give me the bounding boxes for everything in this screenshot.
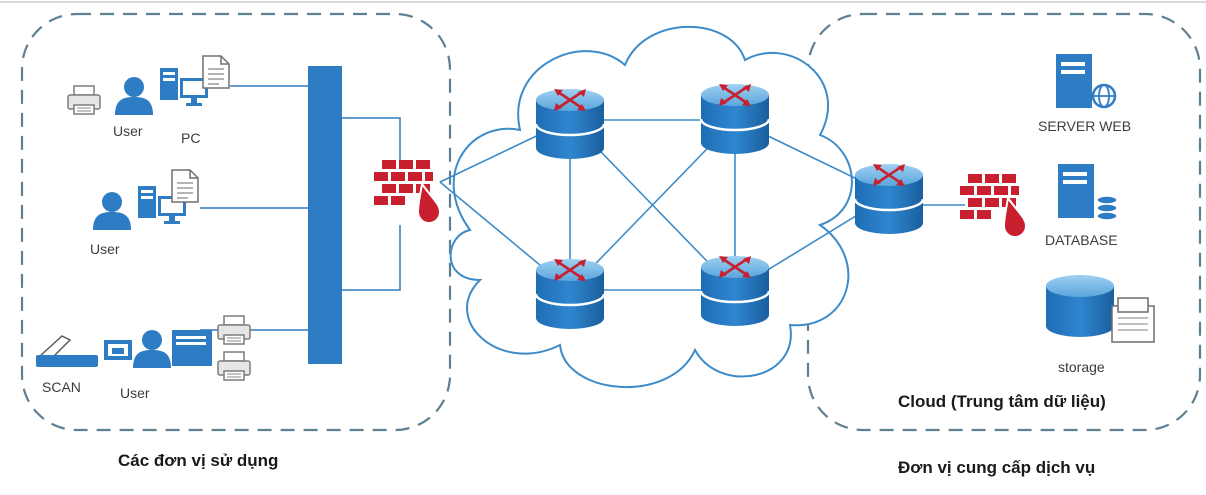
router-icon <box>853 162 925 236</box>
provider-caption: Đơn vị cung cấp dịch vụ <box>898 458 1095 477</box>
monitor-icon <box>104 340 132 360</box>
user-icon <box>133 330 171 368</box>
storage-label: storage <box>1058 359 1105 375</box>
server-web-label: SERVER WEB <box>1038 118 1131 134</box>
pc-icon <box>160 68 208 106</box>
web-server-icon <box>1056 54 1117 109</box>
pc-label: PC <box>181 130 200 146</box>
firewall-icon <box>959 173 1027 238</box>
document-icon <box>171 169 199 203</box>
user-label: User <box>113 123 143 139</box>
printer-icon <box>217 315 251 345</box>
user-icon <box>115 77 153 115</box>
user-units-caption: Các đơn vị sử dụng <box>118 451 278 470</box>
database-server-icon <box>1058 164 1118 221</box>
printer-icon <box>67 85 101 115</box>
access-links <box>200 85 401 331</box>
router-icon <box>699 254 771 328</box>
cloud-title: Cloud (Trung tâm dữ liệu) <box>898 392 1106 411</box>
scanner-icon <box>36 335 98 367</box>
user-units-group <box>20 12 452 432</box>
router-icon <box>534 87 606 161</box>
printer-icon <box>217 351 251 381</box>
workstation-icon <box>172 330 212 366</box>
user-label: User <box>90 241 120 257</box>
firewall-icon <box>373 159 441 224</box>
scan-label: SCAN <box>42 379 81 395</box>
backbone-switch <box>308 66 342 364</box>
cloud-group <box>806 12 1202 432</box>
router-icon <box>534 257 606 331</box>
user-icon <box>93 192 131 230</box>
storage-icon <box>1046 275 1155 343</box>
document-icon <box>202 55 230 89</box>
user-label: User <box>120 385 150 401</box>
database-label: DATABASE <box>1045 232 1118 248</box>
router-icon <box>699 82 771 156</box>
